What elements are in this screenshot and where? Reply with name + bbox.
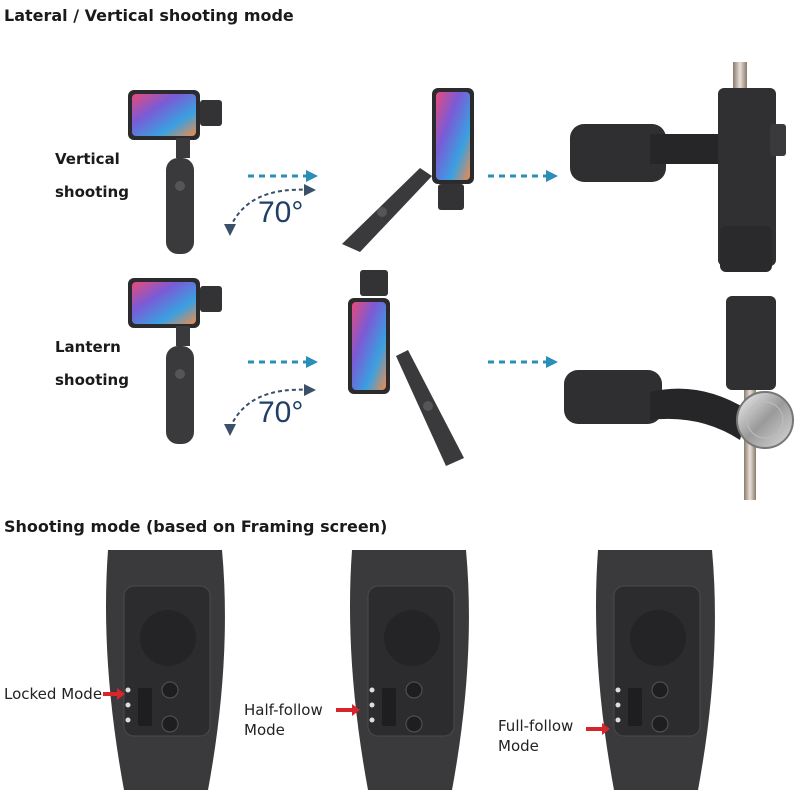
- mode-label-full-line2: Mode: [498, 737, 539, 755]
- mode-label-half-follow: Half-follow Mode: [244, 700, 323, 740]
- mode-label-half-line1: Half-follow: [244, 701, 323, 719]
- dashed-arrow-icon: [248, 174, 546, 364]
- red-pointer-icon: [103, 688, 610, 735]
- mode-label-locked-line1: Locked Mode: [4, 685, 103, 703]
- closeup-vertical-mount: [570, 62, 786, 272]
- handle-locked-mode: [106, 550, 225, 790]
- mode-switch-illustration: [103, 550, 715, 790]
- angle-label-lantern: 70°: [258, 396, 304, 429]
- curved-arrow-heads: [224, 184, 316, 436]
- handle-full-follow-mode: [596, 550, 715, 790]
- lantern-label-line1: Lantern: [55, 338, 121, 356]
- mode-label-locked: Locked Mode: [4, 684, 102, 704]
- shooting-mode-illustration: [128, 62, 794, 500]
- vertical-label-line2: shooting: [55, 183, 129, 201]
- lantern-label-line2: shooting: [55, 371, 129, 389]
- handle-half-follow-mode: [350, 550, 469, 790]
- gimbal-upright-vertical: [128, 90, 222, 254]
- section-title-shooting-mode: Shooting mode (based on Framing screen): [4, 517, 388, 536]
- mode-label-full-follow: Full-follow Mode: [498, 716, 573, 756]
- gimbal-tilted-lantern: [348, 270, 464, 466]
- closeup-lantern-mount: [564, 296, 794, 500]
- arrow-heads: [306, 170, 558, 368]
- lantern-shooting-label: Lantern shooting: [55, 331, 129, 397]
- curved-arrow-icon: [229, 188, 311, 429]
- mode-label-half-line2: Mode: [244, 721, 285, 739]
- section-title-lateral-vertical: Lateral / Vertical shooting mode: [4, 6, 294, 25]
- vertical-label-line1: Vertical: [55, 150, 120, 168]
- vertical-shooting-label: Vertical shooting: [55, 143, 129, 209]
- gimbal-upright-lantern: [128, 278, 222, 444]
- angle-label-vertical: 70°: [258, 196, 304, 229]
- mode-label-full-line1: Full-follow: [498, 717, 574, 735]
- gimbal-tilted-vertical: [342, 88, 474, 252]
